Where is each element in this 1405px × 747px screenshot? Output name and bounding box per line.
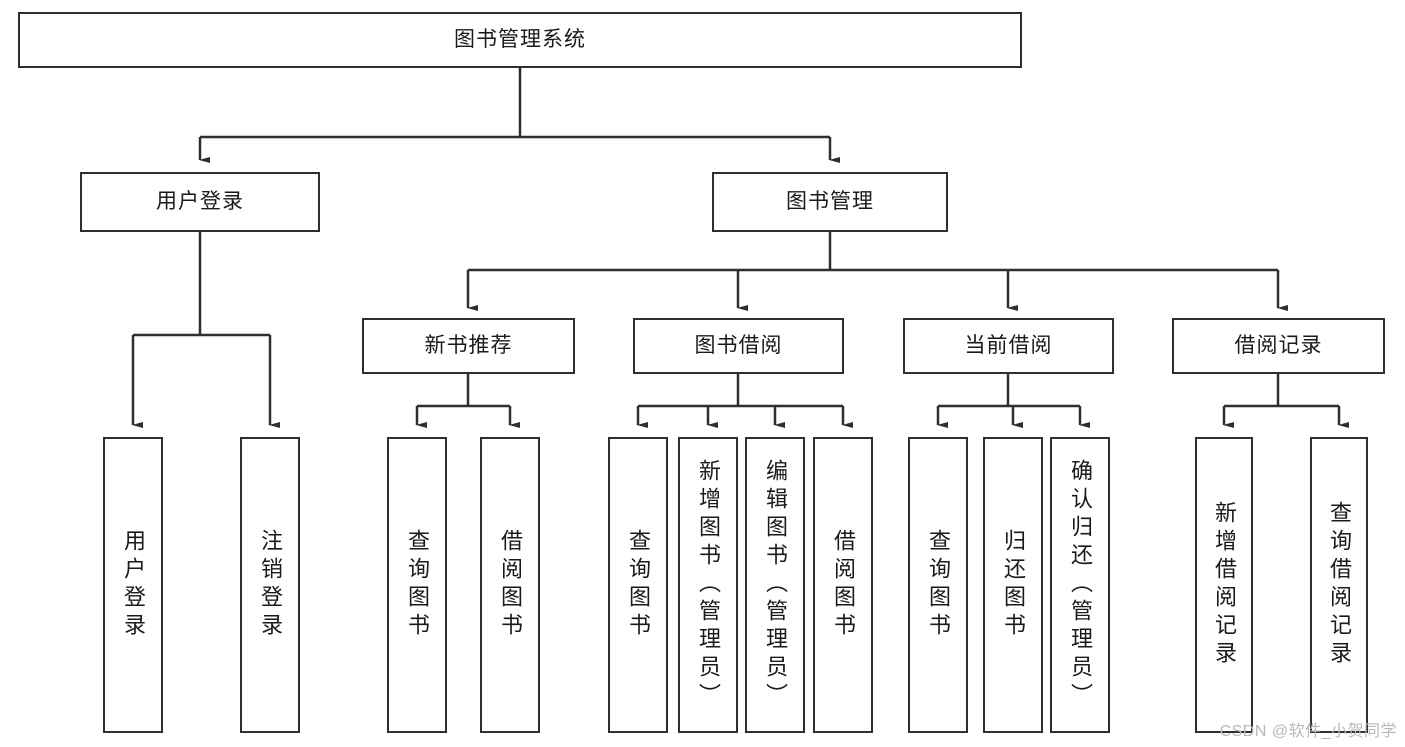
node-leaf-query-record-label: 查询借阅记录: [1327, 501, 1352, 669]
node-leaf-user-login[interactable]: 用户登录: [103, 437, 163, 733]
node-leaf-query-book-1[interactable]: 查询图书: [387, 437, 447, 733]
node-leaf-confirm-return[interactable]: 确认归还（管理员）: [1050, 437, 1110, 733]
node-user-login-label: 用户登录: [156, 189, 244, 213]
node-leaf-add-book[interactable]: 新增图书（管理员）: [678, 437, 738, 733]
node-user-login[interactable]: 用户登录: [80, 172, 320, 232]
node-book-manage[interactable]: 图书管理: [712, 172, 948, 232]
node-leaf-query-book-3[interactable]: 查询图书: [908, 437, 968, 733]
node-leaf-query-book-3-label: 查询图书: [926, 529, 951, 641]
node-leaf-confirm-return-label: 确认归还（管理员）: [1068, 459, 1093, 711]
node-book-borrow-label: 图书借阅: [694, 333, 783, 357]
node-current-borrow-label: 当前借阅: [964, 333, 1053, 357]
node-new-book-recommend-label: 新书推荐: [424, 333, 513, 357]
node-leaf-borrow-book-1[interactable]: 借阅图书: [480, 437, 540, 733]
node-current-borrow[interactable]: 当前借阅: [903, 318, 1114, 374]
node-leaf-add-record-label: 新增借阅记录: [1212, 501, 1237, 669]
node-leaf-edit-book[interactable]: 编辑图书（管理员）: [745, 437, 805, 733]
node-leaf-borrow-book-2[interactable]: 借阅图书: [813, 437, 873, 733]
node-new-book-recommend[interactable]: 新书推荐: [362, 318, 575, 374]
watermark: CSDN @软件_小贺同学: [1219, 723, 1397, 740]
node-leaf-query-book-1-label: 查询图书: [405, 529, 430, 641]
node-leaf-return-book[interactable]: 归还图书: [983, 437, 1043, 733]
node-book-manage-label: 图书管理: [786, 189, 874, 213]
node-root[interactable]: 图书管理系统: [18, 12, 1022, 68]
node-root-label: 图书管理系统: [454, 27, 586, 51]
node-borrow-record[interactable]: 借阅记录: [1172, 318, 1385, 374]
node-leaf-query-record[interactable]: 查询借阅记录: [1310, 437, 1368, 733]
node-leaf-logout-label: 注销登录: [258, 529, 283, 641]
node-leaf-logout[interactable]: 注销登录: [240, 437, 300, 733]
node-leaf-add-book-label: 新增图书（管理员）: [696, 459, 721, 711]
node-leaf-edit-book-label: 编辑图书（管理员）: [763, 459, 788, 711]
node-leaf-add-record[interactable]: 新增借阅记录: [1195, 437, 1253, 733]
node-leaf-borrow-book-2-label: 借阅图书: [831, 529, 856, 641]
node-book-borrow[interactable]: 图书借阅: [633, 318, 844, 374]
node-borrow-record-label: 借阅记录: [1234, 333, 1323, 357]
node-leaf-query-book-2[interactable]: 查询图书: [608, 437, 668, 733]
node-leaf-return-book-label: 归还图书: [1001, 529, 1026, 641]
node-leaf-query-book-2-label: 查询图书: [626, 529, 651, 641]
node-leaf-user-login-label: 用户登录: [121, 529, 146, 641]
node-leaf-borrow-book-1-label: 借阅图书: [498, 529, 523, 641]
